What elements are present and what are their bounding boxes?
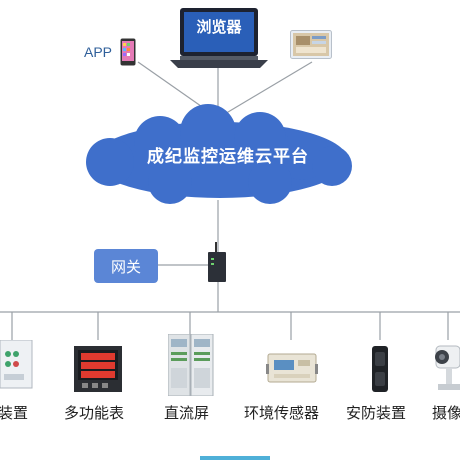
device-label-security: 安防装置 bbox=[346, 404, 407, 422]
device-label-protection: 装置 bbox=[0, 404, 29, 422]
gateway-label-box: 网关 bbox=[94, 249, 158, 283]
multifunction-meter-icon bbox=[74, 346, 122, 392]
bottom-accent-bar bbox=[200, 456, 270, 460]
device-label-meter: 多功能表 bbox=[64, 404, 125, 422]
security-device-icon bbox=[372, 346, 388, 392]
gateway-label: 网关 bbox=[110, 257, 141, 276]
gateway-router-icon bbox=[208, 242, 226, 282]
device-label-env-sensor: 环境传感器 bbox=[244, 404, 320, 422]
smartphone-icon bbox=[120, 38, 136, 66]
monitor-icon bbox=[290, 30, 332, 59]
cloud-platform-icon bbox=[86, 104, 352, 204]
camera-icon bbox=[435, 345, 460, 390]
laptop-screen-text: 浏览器 bbox=[196, 18, 242, 36]
device-label-camera: 摄像 bbox=[432, 404, 460, 422]
cloud-platform-label: 成纪监控运维云平台 bbox=[147, 147, 309, 167]
protection-device-icon bbox=[0, 340, 33, 389]
dc-panel-icon bbox=[168, 334, 214, 396]
laptop-icon: 浏览器 bbox=[170, 6, 268, 70]
app-label: APP bbox=[84, 44, 113, 60]
device-label-dc-panel: 直流屏 bbox=[164, 404, 210, 422]
environment-sensor-icon bbox=[266, 353, 318, 383]
